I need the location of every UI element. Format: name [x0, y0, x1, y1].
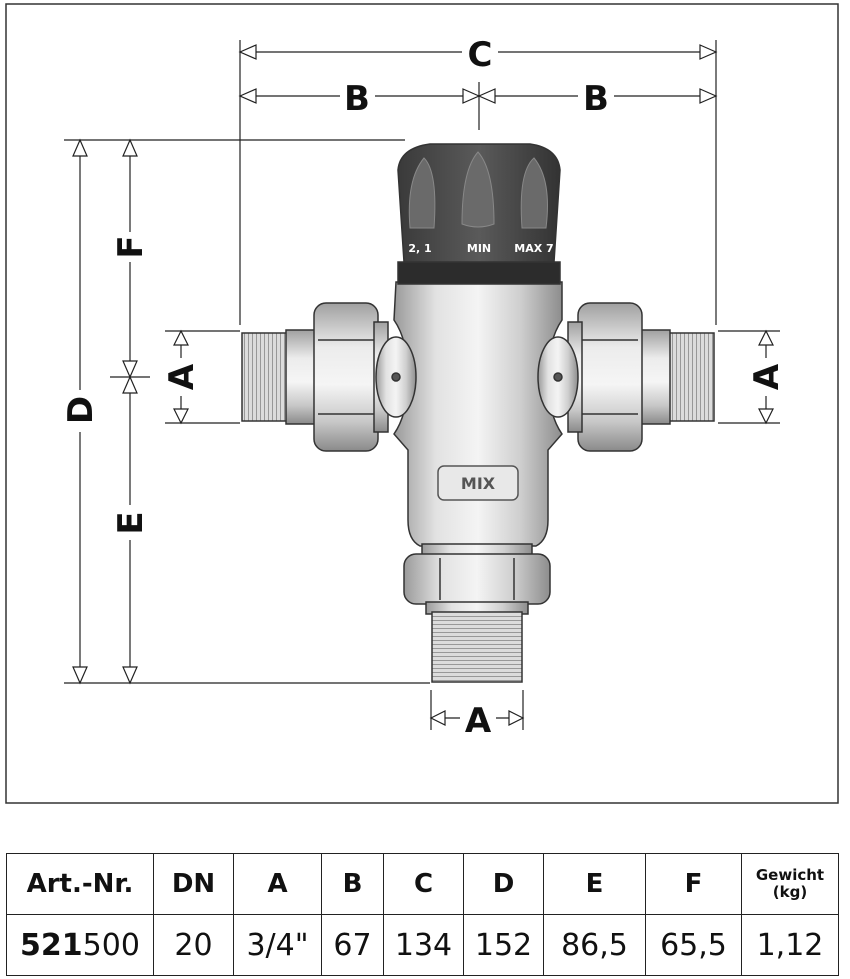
cell-f: 65,5 [645, 914, 742, 976]
dimension-arrows [72, 44, 774, 726]
header-f: F [645, 853, 742, 915]
knob-scale-center: MIN [467, 242, 491, 255]
art-nr-prefix: 521 [20, 927, 83, 963]
header-d: D [463, 853, 544, 915]
spec-data-row: 521500 20 3/4" 67 134 152 86,5 65,5 1,12 [6, 914, 839, 976]
header-e: E [543, 853, 646, 915]
header-weight-line2: (kg) [772, 883, 808, 901]
header-art-nr: Art.-Nr. [6, 853, 154, 915]
spec-table: Art.-Nr. DN A B C D E F Gewicht(kg) 5215… [6, 853, 839, 976]
dim-label-c: C [468, 35, 493, 75]
drawing-frame [5, 3, 839, 804]
cell-d: 152 [463, 914, 544, 976]
cell-dn: 20 [153, 914, 234, 976]
dim-label-f: F [111, 235, 151, 258]
mixing-valve [241, 143, 715, 683]
dim-label-b-right: B [583, 79, 609, 119]
mix-label: MIX [461, 474, 496, 493]
header-dn: DN [153, 853, 234, 915]
cell-e: 86,5 [543, 914, 646, 976]
dim-label-a-right: A [747, 363, 787, 390]
mix-label-plate [437, 465, 519, 501]
header-c: C [383, 853, 464, 915]
dim-label-a-left: A [162, 363, 202, 390]
header-a: A [233, 853, 322, 915]
knob-scale-left: 2, 1 [408, 242, 431, 255]
cell-art-nr: 521500 [6, 914, 154, 976]
header-b: B [321, 853, 384, 915]
art-nr-suffix: 500 [82, 927, 140, 963]
dim-label-a-bottom: A [465, 701, 492, 741]
header-weight-line1: Gewicht [755, 866, 825, 884]
cell-b: 67 [321, 914, 384, 976]
cell-c: 134 [383, 914, 464, 976]
dim-label-d: D [61, 396, 101, 424]
dim-label-b-left: B [344, 79, 370, 119]
header-weight: Gewicht(kg) [741, 853, 839, 915]
dim-label-e: E [111, 511, 151, 534]
spec-header-row: Art.-Nr. DN A B C D E F Gewicht(kg) [6, 853, 839, 915]
knob-scale-right: MAX 7 [514, 242, 553, 255]
valve-drawing: C B B D F E A A A [5, 3, 839, 804]
cell-weight: 1,12 [741, 914, 839, 976]
cell-a: 3/4" [233, 914, 322, 976]
